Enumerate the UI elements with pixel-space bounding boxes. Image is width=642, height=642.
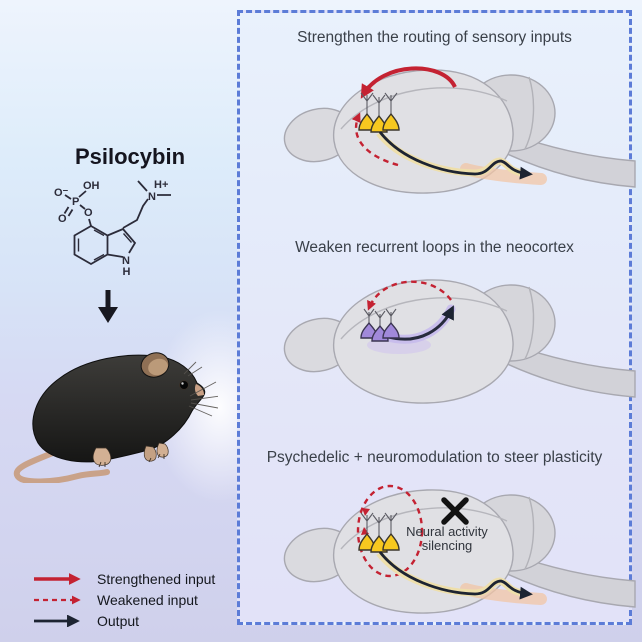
brain-figure-steer-plasticity: Neural activity silencing bbox=[283, 484, 636, 614]
brain-outline bbox=[283, 279, 636, 404]
mouse-body bbox=[32, 354, 206, 463]
weakened-input-arrow bbox=[351, 112, 399, 167]
psilocybin-structure: O⁻ OH P O O H+ N N H bbox=[54, 179, 171, 278]
pyramidal-neurons bbox=[358, 92, 400, 133]
panel-title-2: Weaken recurrent loops in the neocortex bbox=[295, 239, 574, 256]
x-cross-icon bbox=[441, 497, 469, 525]
output-arrow-icon bbox=[34, 614, 80, 627]
weakened-input-arrow bbox=[367, 280, 452, 311]
mouse-eye bbox=[179, 380, 189, 390]
legend: Strengthened input Weakened input Output bbox=[32, 568, 215, 631]
atom-amine-h: H+ bbox=[154, 179, 168, 191]
mouse-front-paw bbox=[156, 442, 169, 458]
atom-o-ester: O bbox=[84, 207, 93, 219]
atom-amine-n: N bbox=[148, 191, 156, 203]
atom-o-double: O bbox=[58, 213, 67, 225]
output-arrow bbox=[378, 551, 533, 600]
legend-label: Strengthened input bbox=[97, 570, 216, 587]
mouse-front-paw-2 bbox=[143, 445, 157, 462]
legend-item-weakened: Weakened input bbox=[32, 589, 215, 610]
mouse-illustration bbox=[13, 352, 218, 483]
strengthened-input-arrow-icon bbox=[34, 572, 81, 585]
weakened-input-arrow-icon bbox=[34, 595, 81, 604]
loop-arrowhead-down bbox=[362, 508, 370, 516]
mouse-muzzle bbox=[194, 384, 204, 396]
molecule-bonds bbox=[63, 180, 171, 266]
down-arrow-icon bbox=[98, 290, 118, 323]
interneurons bbox=[360, 308, 400, 342]
brain-figure-sensory-routing bbox=[283, 66, 636, 194]
output-arrow bbox=[378, 131, 533, 180]
mouse-hind-foot bbox=[92, 447, 112, 466]
molecule-title: Psilocybin bbox=[74, 144, 186, 169]
panel-title-1: Strengthen the routing of sensory inputs bbox=[297, 29, 572, 46]
mouse-toes bbox=[98, 453, 165, 468]
atom-indole-n: N bbox=[122, 255, 130, 267]
atom-oh: OH bbox=[83, 180, 100, 192]
strengthened-input-arrow bbox=[360, 66, 457, 99]
results-panel: Strengthen the routing of sensory inputs… bbox=[237, 10, 636, 625]
mouse-ear-inner bbox=[148, 358, 168, 376]
mouse-eye-glint bbox=[181, 382, 184, 385]
legend-item-output: Output bbox=[32, 610, 215, 631]
legend-label: Weakened input bbox=[97, 591, 198, 608]
legend-item-strengthened: Strengthened input bbox=[32, 568, 215, 589]
atom-o-minus: O⁻ bbox=[54, 187, 69, 199]
atom-indole-h: H bbox=[123, 266, 131, 278]
panel-title-3: Psychedelic + neuromodulation to steer p… bbox=[266, 449, 603, 466]
brain-figure-recurrent-loops bbox=[283, 279, 636, 404]
mouse-whiskers bbox=[183, 361, 218, 417]
silencing-annotation-line1: Neural activity bbox=[406, 524, 488, 539]
silencing-annotation-line2: silencing bbox=[422, 538, 473, 553]
legend-label: Output bbox=[97, 612, 140, 629]
weakened-loop bbox=[356, 484, 424, 578]
atom-p: P bbox=[72, 196, 79, 208]
pyramidal-neurons bbox=[358, 512, 400, 553]
mouse-tail bbox=[13, 445, 110, 483]
